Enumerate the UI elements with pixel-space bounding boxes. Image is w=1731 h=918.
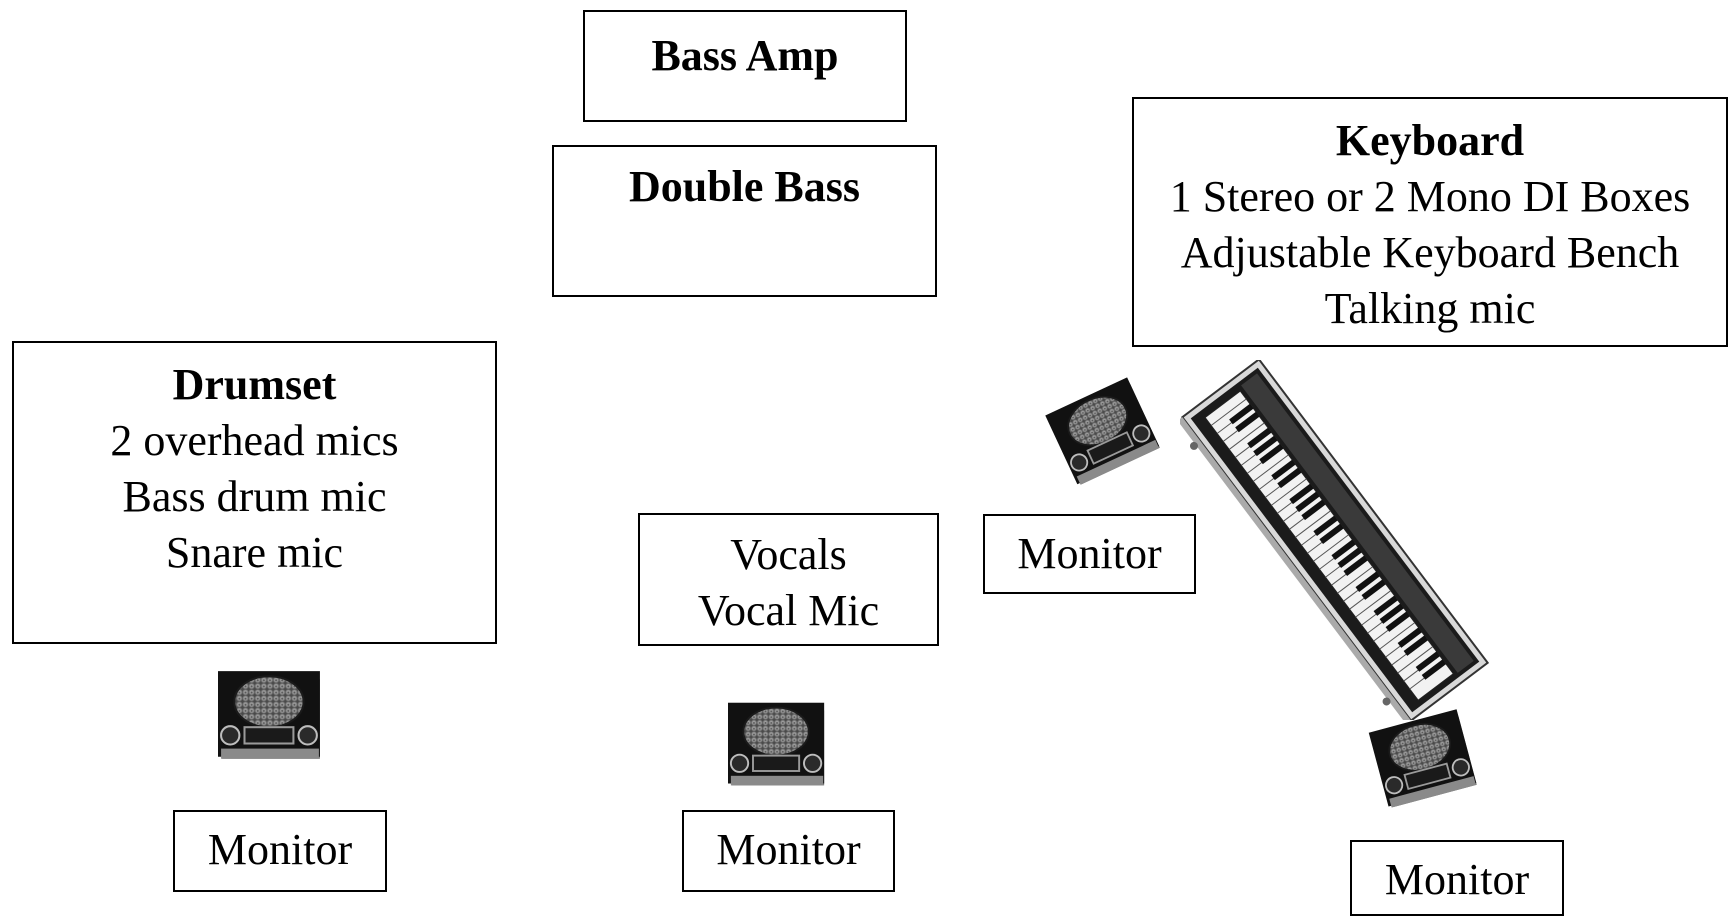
double-bass-title: Double Bass (628, 162, 861, 211)
drumset-line-snare: Snare mic (165, 528, 344, 577)
double-bass-box: Double Bass (552, 145, 937, 297)
drumset-line-bass-drum: Bass drum mic (122, 472, 387, 521)
keyboard-line-talking-mic: Talking mic (1324, 284, 1536, 333)
monitor-label-keyboard: Monitor (983, 514, 1196, 594)
monitor-label-vocals: Monitor (682, 810, 895, 892)
vocals-box: Vocals Vocal Mic (638, 513, 939, 646)
bass-amp-title: Bass Amp (651, 31, 839, 80)
keyboard-title: Keyboard (1335, 116, 1525, 165)
bass-amp-box: Bass Amp (583, 10, 907, 122)
monitor-label-right: Monitor (1350, 840, 1564, 916)
drumset-box: Drumset 2 overhead mics Bass drum mic Sn… (12, 341, 497, 644)
drumset-title: Drumset (172, 360, 337, 409)
monitor-speaker-keyboard-icon (1044, 376, 1161, 487)
keyboard-line-bench: Adjustable Keyboard Bench (1180, 228, 1680, 277)
drumset-line-overheads: 2 overhead mics (110, 416, 399, 465)
vocals-mic: Vocal Mic (697, 586, 880, 635)
keyboard-instrument-icon (1180, 360, 1490, 720)
keyboard-box: Keyboard 1 Stereo or 2 Mono DI Boxes Adj… (1132, 97, 1728, 347)
monitor-label-drums: Monitor (173, 810, 387, 892)
monitor-speaker-drums-icon (218, 670, 321, 760)
keyboard-line-di: 1 Stereo or 2 Mono DI Boxes (1169, 172, 1691, 221)
vocals-title: Vocals (730, 530, 847, 579)
monitor-speaker-vocals-icon (728, 701, 826, 787)
